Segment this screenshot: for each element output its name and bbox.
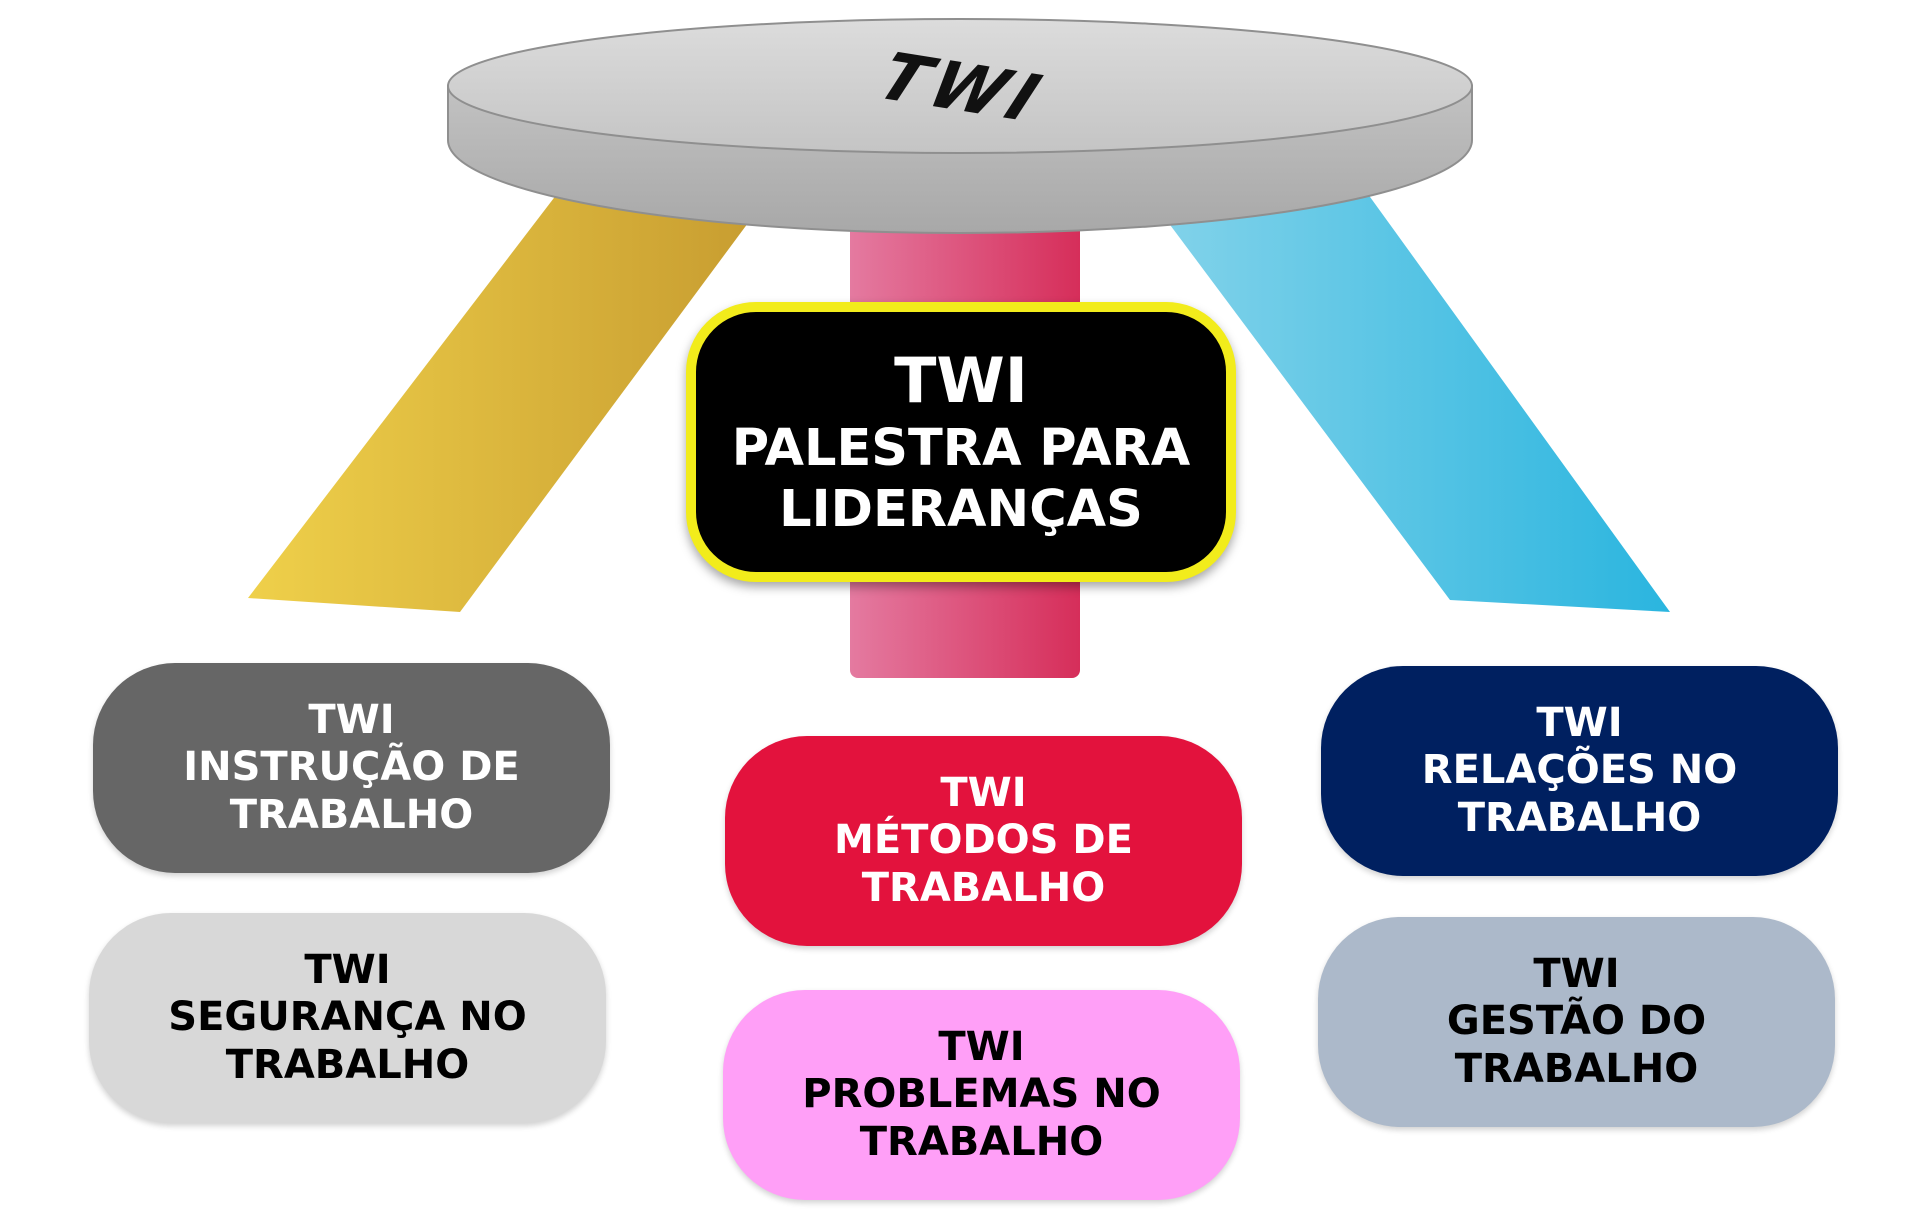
box-title: TWI: [940, 770, 1027, 817]
box-line1: GESTÃO DO: [1446, 998, 1707, 1045]
box-line2: TRABALHO: [1457, 794, 1702, 841]
stool-leg-left: [248, 190, 765, 612]
box-line2: TRABALHO: [229, 791, 474, 838]
box-title: TWI: [1536, 700, 1623, 747]
box-title: TWI: [308, 697, 395, 744]
box-seguranca-trabalho: TWI SEGURANÇA NO TRABALHO: [89, 913, 606, 1123]
box-line1: INSTRUÇÃO DE: [183, 744, 520, 791]
box-line2: TRABALHO: [859, 1118, 1104, 1165]
box-gestao-trabalho: TWI GESTÃO DO TRABALHO: [1318, 917, 1835, 1127]
stool-leg-right: [1150, 190, 1670, 612]
box-line1: MÉTODOS DE: [834, 817, 1133, 864]
center-box-line2: LIDERANÇAS: [779, 480, 1143, 540]
box-line1: PROBLEMAS NO: [802, 1071, 1161, 1118]
center-box-line1: PALESTRA PARA: [731, 419, 1191, 478]
box-line2: TRABALHO: [1454, 1045, 1699, 1092]
center-box-palestra: TWI PALESTRA PARA LIDERANÇAS: [686, 302, 1236, 582]
box-title: TWI: [938, 1024, 1025, 1071]
stool-seat-top: [447, 18, 1473, 154]
box-line2: TRABALHO: [225, 1041, 470, 1088]
box-title: TWI: [304, 947, 391, 994]
box-title: TWI: [1533, 951, 1620, 998]
center-box-title: TWI: [894, 343, 1028, 417]
box-instrucao-trabalho: TWI INSTRUÇÃO DE TRABALHO: [93, 663, 610, 873]
box-problemas-trabalho: TWI PROBLEMAS NO TRABALHO: [723, 990, 1240, 1200]
box-relacoes-trabalho: TWI RELAÇÕES NO TRABALHO: [1321, 666, 1838, 876]
box-metodos-trabalho: TWI MÉTODOS DE TRABALHO: [725, 736, 1242, 946]
box-line1: SEGURANÇA NO: [168, 994, 527, 1041]
box-line1: RELAÇÕES NO: [1421, 747, 1738, 794]
box-line2: TRABALHO: [861, 864, 1106, 911]
